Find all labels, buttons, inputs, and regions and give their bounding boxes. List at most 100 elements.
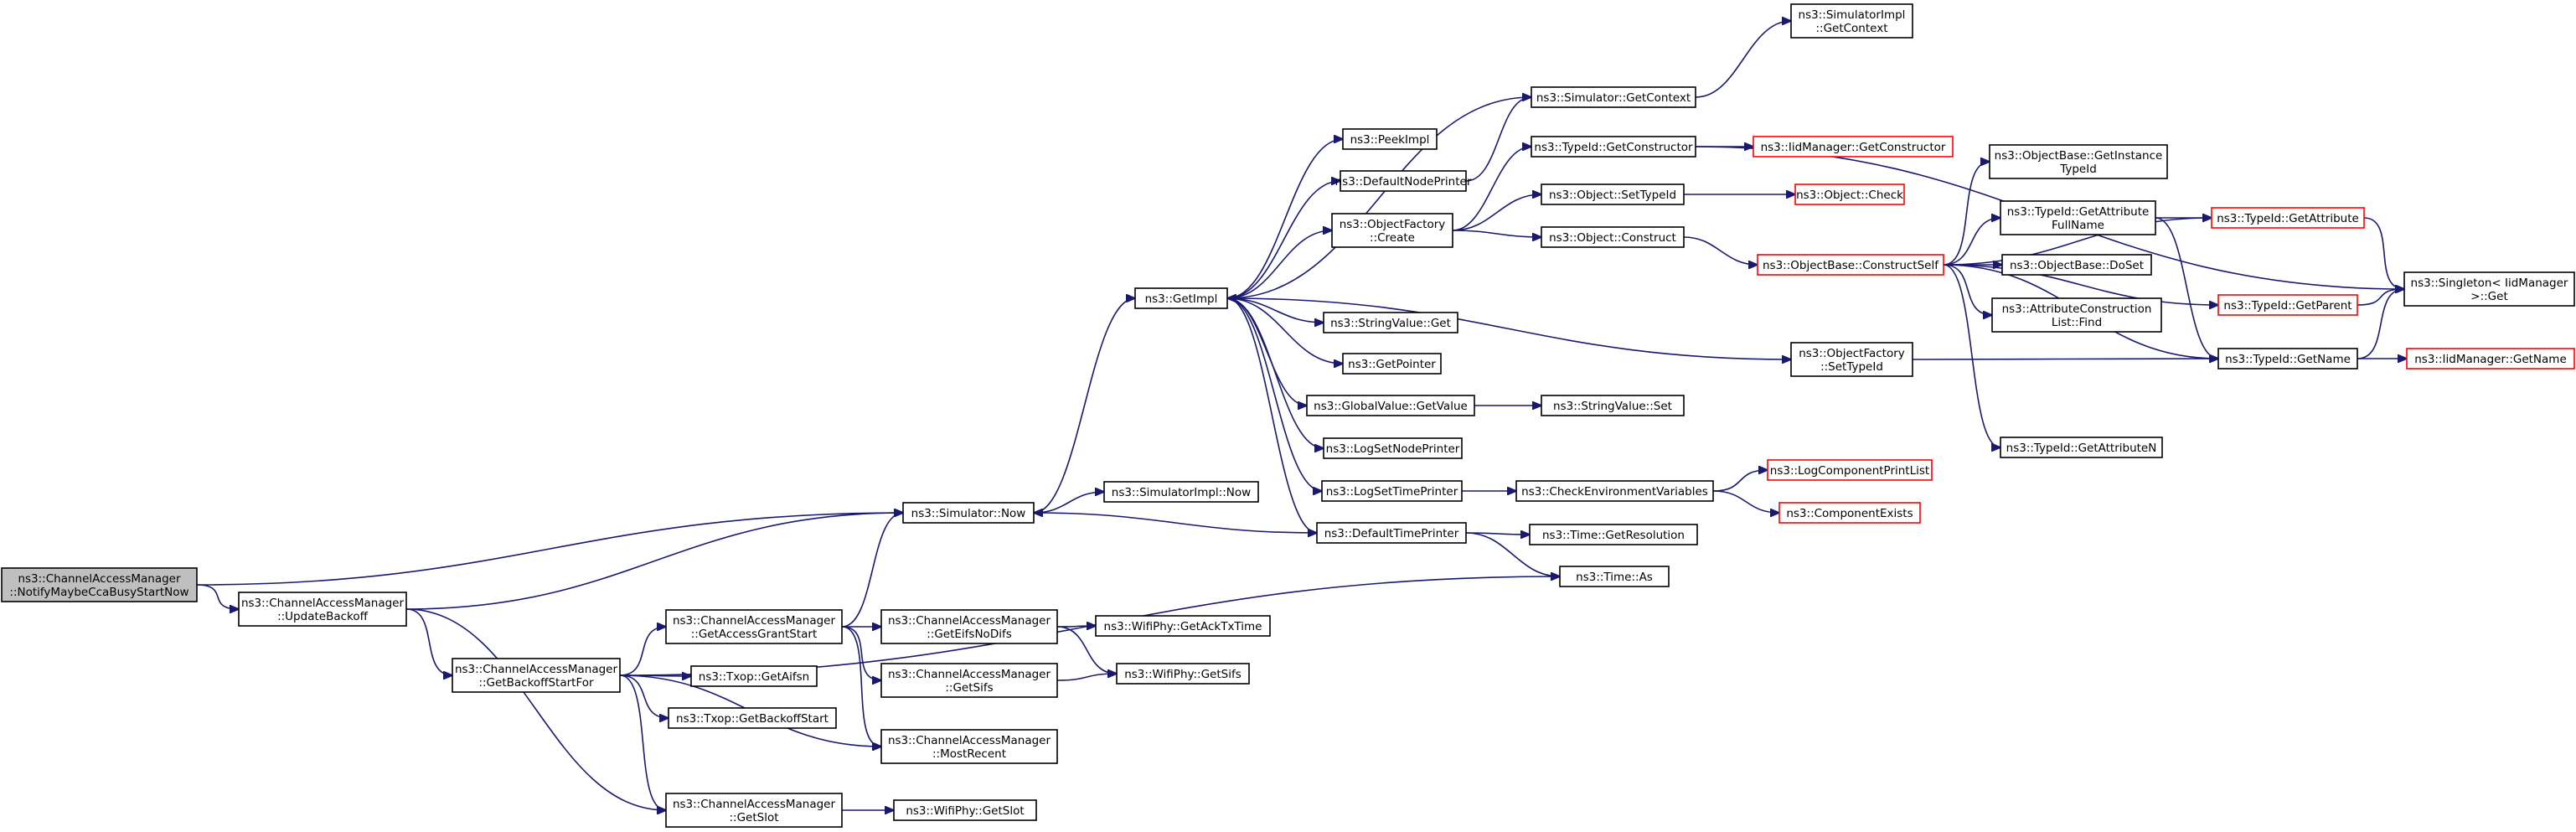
node-typeid-getattribute[interactable]: ns3::TypeId::GetAttribute bbox=[2211, 207, 2365, 229]
nodes-layer: ns3::ChannelAccessManager::NotifyMaybeCc… bbox=[1, 3, 2575, 828]
node-obj-check[interactable]: ns3::Object::Check bbox=[1794, 183, 1905, 205]
node-sim-now[interactable]: ns3::Simulator::Now bbox=[902, 502, 1035, 524]
node-label: >::Get bbox=[2470, 290, 2507, 303]
node-sim-getcontext[interactable]: ns3::Simulator::GetContext bbox=[1531, 86, 1696, 108]
node-deftimeprinter[interactable]: ns3::DefaultTimePrinter bbox=[1316, 522, 1467, 544]
node-label: ns3::Txop::GetBackoffStart bbox=[676, 712, 829, 726]
node-box bbox=[2211, 207, 2365, 229]
node-label: ns3::IidManager::GetName bbox=[2414, 353, 2567, 366]
node-logcomponentprintlist[interactable]: ns3::LogComponentPrintList bbox=[1767, 459, 1933, 481]
node-simimpl-now[interactable]: ns3::SimulatorImpl::Now bbox=[1103, 481, 1259, 503]
node-objbase-doset[interactable]: ns3::ObjectBase::DoSet bbox=[2001, 254, 2152, 276]
node-updbackoff[interactable]: ns3::ChannelAccessManager::UpdateBackoff bbox=[238, 592, 407, 627]
edge-notify-to-sim_now bbox=[196, 513, 903, 586]
node-stringvalue-get[interactable]: ns3::StringValue::Get bbox=[1323, 312, 1458, 333]
edge-objbase_constructself-to-typeid_getattrfullname bbox=[1943, 218, 2000, 266]
node-time-getres[interactable]: ns3::Time::GetResolution bbox=[1529, 524, 1698, 545]
node-label: ns3::ObjectBase::DoSet bbox=[2010, 259, 2144, 272]
node-wifi-getsifs[interactable]: ns3::WifiPhy::GetSifs bbox=[1116, 663, 1250, 685]
node-label: ns3::Time::As bbox=[1576, 571, 1653, 584]
node-label: ns3::GlobalValue::GetValue bbox=[1314, 400, 1468, 413]
node-singleton-get[interactable]: ns3::Singleton< IidManager>::Get bbox=[2403, 271, 2575, 307]
node-txop-backoffstart[interactable]: ns3::Txop::GetBackoffStart bbox=[668, 707, 837, 729]
node-label: ns3::GetImpl bbox=[1145, 292, 1218, 306]
edge-notify-to-updbackoff bbox=[196, 584, 239, 609]
node-defnodeprinter[interactable]: ns3::DefaultNodePrinter bbox=[1335, 170, 1472, 192]
node-logsetnode[interactable]: ns3::LogSetNodePrinter bbox=[1323, 437, 1463, 459]
node-objfactory-create[interactable]: ns3::ObjectFactory::Create bbox=[1331, 213, 1453, 248]
node-getsifs-cam[interactable]: ns3::ChannelAccessManager::GetSifs bbox=[880, 663, 1058, 698]
node-label: ns3::Object::SetTypeId bbox=[1549, 189, 1676, 202]
node-getbackoffstart[interactable]: ns3::ChannelAccessManager::GetBackoffSta… bbox=[452, 658, 621, 693]
node-objbase-constructself[interactable]: ns3::ObjectBase::ConstructSelf bbox=[1757, 254, 1944, 276]
node-box bbox=[1321, 480, 1463, 502]
node-txop-aifsn[interactable]: ns3::Txop::GetAifsn bbox=[690, 665, 818, 687]
edge-obj_construct-to-objbase_constructself bbox=[1683, 236, 1758, 265]
node-logsettime[interactable]: ns3::LogSetTimePrinter bbox=[1321, 480, 1463, 502]
node-typeid-getparent[interactable]: ns3::TypeId::GetParent bbox=[2217, 294, 2358, 316]
node-wifi-getacktx[interactable]: ns3::WifiPhy::GetAckTxTime bbox=[1095, 615, 1271, 637]
node-label: ::GetSlot bbox=[729, 811, 778, 824]
edge-getbackoffstart-to-getaccessgrant bbox=[619, 627, 666, 676]
node-peekimpl[interactable]: ns3::PeekImpl bbox=[1342, 128, 1438, 150]
node-label: List::Find bbox=[2052, 316, 2102, 329]
node-label: ns3::TypeId::GetAttributeN bbox=[2006, 442, 2157, 455]
node-objfactory-settypeid[interactable]: ns3::ObjectFactory::SetTypeId bbox=[1790, 342, 1913, 377]
node-box bbox=[1767, 459, 1933, 481]
node-box bbox=[1989, 144, 2168, 179]
node-box bbox=[1515, 480, 1714, 502]
node-label: ns3::LogSetNodePrinter bbox=[1326, 442, 1460, 456]
node-typeid-getconstructor[interactable]: ns3::TypeId::GetConstructor bbox=[1531, 136, 1696, 158]
edge-deftimeprinter-to-time_as bbox=[1465, 532, 1560, 576]
node-box bbox=[902, 502, 1035, 524]
node-label: ns3::LogSetTimePrinter bbox=[1326, 485, 1458, 499]
node-box bbox=[1529, 524, 1698, 545]
node-label: ns3::ChannelAccessManager bbox=[455, 663, 618, 676]
node-label: ::MostRecent bbox=[932, 747, 1006, 761]
node-box bbox=[1991, 297, 2162, 333]
node-label: ns3::AttributeConstruction bbox=[2002, 302, 2152, 316]
node-mostrecent[interactable]: ns3::ChannelAccessManager::MostRecent bbox=[880, 729, 1058, 764]
node-label: ns3::Txop::GetAifsn bbox=[699, 670, 809, 684]
edge-getsifs_cam-to-wifi_getsifs bbox=[1056, 674, 1117, 681]
node-componentexists[interactable]: ns3::ComponentExists bbox=[1778, 502, 1921, 524]
node-label: ns3::ChannelAccessManager bbox=[18, 572, 181, 586]
node-box bbox=[1790, 342, 1913, 377]
node-label: ::SetTypeId bbox=[1820, 360, 1883, 374]
node-globalvalue-get[interactable]: ns3::GlobalValue::GetValue bbox=[1306, 395, 1475, 416]
edge-updbackoff-to-sim_now bbox=[405, 513, 903, 610]
node-box bbox=[1323, 437, 1463, 459]
node-time-as[interactable]: ns3::Time::As bbox=[1559, 566, 1670, 587]
node-iidmgr-getname[interactable]: ns3::IidManager::GetName bbox=[2406, 348, 2575, 369]
node-typeid-getname[interactable]: ns3::TypeId::GetName bbox=[2217, 348, 2358, 369]
node-typeid-getattrn[interactable]: ns3::TypeId::GetAttributeN bbox=[2000, 437, 2163, 458]
node-simimpl-getcontext[interactable]: ns3::SimulatorImpl::GetContext bbox=[1790, 3, 1913, 39]
node-obj-settypeid[interactable]: ns3::Object::SetTypeId bbox=[1541, 183, 1685, 205]
node-getimpl[interactable]: ns3::GetImpl bbox=[1134, 287, 1228, 309]
node-getslot-cam[interactable]: ns3::ChannelAccessManager::GetSlot bbox=[665, 793, 843, 828]
node-label: ns3::WifiPhy::GetSlot bbox=[906, 804, 1024, 818]
node-label: ns3::TypeId::GetAttribute bbox=[2217, 212, 2359, 225]
node-getpointer[interactable]: ns3::GetPointer bbox=[1342, 353, 1442, 375]
edge-checkenv-to-logcomponentprintlist bbox=[1712, 470, 1768, 492]
node-label: ns3::GetPointer bbox=[1348, 358, 1436, 371]
node-obj-construct[interactable]: ns3::Object::Construct bbox=[1541, 226, 1685, 248]
node-label: ns3::TypeId::GetParent bbox=[2223, 299, 2351, 313]
node-box bbox=[1790, 3, 1913, 39]
node-notify[interactable]: ns3::ChannelAccessManager::NotifyMaybeCc… bbox=[1, 567, 198, 602]
node-label: ns3::ChannelAccessManager bbox=[888, 668, 1051, 681]
node-box bbox=[2000, 200, 2156, 235]
node-getaccessgrant[interactable]: ns3::ChannelAccessManager::GetAccessGran… bbox=[665, 609, 843, 644]
edge-getimpl-to-logsettime bbox=[1226, 297, 1322, 491]
node-iidmgr-getconstructor[interactable]: ns3::IidManager::GetConstructor bbox=[1753, 136, 1954, 158]
node-stringvalue-set[interactable]: ns3::StringValue::Set bbox=[1541, 395, 1685, 416]
node-geteifs[interactable]: ns3::ChannelAccessManager::GetEifsNoDifs bbox=[880, 609, 1058, 644]
node-label: ns3::Simulator::GetContext bbox=[1536, 91, 1691, 105]
node-wifi-getslot[interactable]: ns3::WifiPhy::GetSlot bbox=[893, 799, 1037, 821]
node-box bbox=[665, 793, 843, 828]
node-label: ns3::WifiPhy::GetSifs bbox=[1124, 668, 1242, 681]
node-checkenv[interactable]: ns3::CheckEnvironmentVariables bbox=[1515, 480, 1714, 502]
